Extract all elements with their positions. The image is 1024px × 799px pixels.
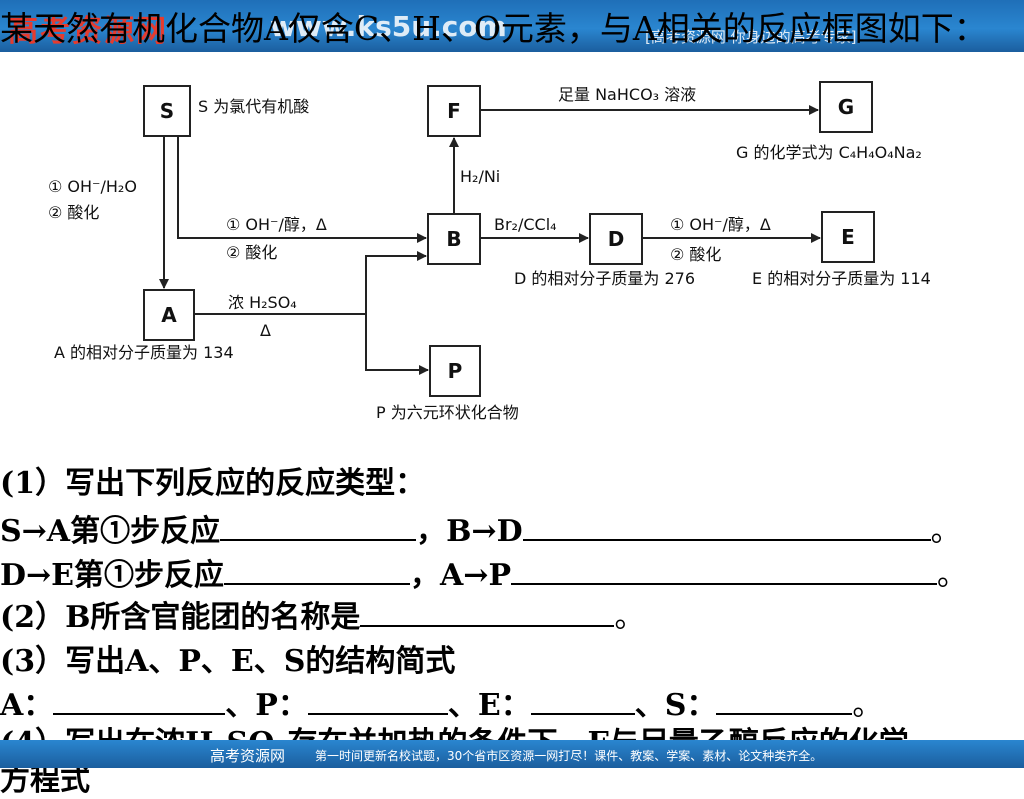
answer-blank-a-structure[interactable] <box>53 687 226 715</box>
node-f-box <box>427 85 481 137</box>
reaction-diagram: S A B F G D E P S 为氯代有机酸 G 的化学式为 C₄H₄O₄N… <box>36 68 956 438</box>
reaction-diagram-svg: S A B F G D E P S 为氯代有机酸 G 的化学式为 C₄H₄O₄N… <box>48 81 931 422</box>
node-g-box <box>819 81 873 133</box>
site-slogan: [高考资源网 你身边的高考专家] <box>645 28 857 46</box>
footer-site-name[interactable]: 高考资源网 <box>210 747 286 765</box>
answer-blank-s-structure[interactable] <box>716 687 853 715</box>
q1-line2-sep: ， <box>410 558 441 593</box>
q1-line1-end: 。 <box>930 514 961 549</box>
note-p: P 为六元环状化合物 <box>376 403 519 422</box>
note-a: A 的相对分子质量为 134 <box>54 343 234 362</box>
node-s-label: S <box>160 99 174 123</box>
q2-end: 。 <box>614 600 645 635</box>
problem-title: 某天然有机化合物A仅含C、H、O元素，与A相关的反应框图如下： <box>0 9 987 48</box>
question-2-text: (2）B所含官能团的名称是 <box>0 600 361 635</box>
cond-b-to-d: Br₂/CCl₄ <box>494 215 557 234</box>
question-2: (2）B所含官能团的名称是 。 <box>0 592 644 636</box>
cond-d-to-e-1: ① OH⁻/醇，Δ <box>670 215 771 234</box>
cond-s-to-a-1: ① OH⁻/H₂O <box>48 177 137 196</box>
note-d: D 的相对分子质量为 276 <box>514 269 695 288</box>
q1-a-to-p-label: A→P <box>440 558 512 593</box>
node-f-label: F <box>447 99 461 123</box>
node-b-label: B <box>446 227 461 251</box>
node-e-box <box>821 211 875 263</box>
answer-blank-d-to-e[interactable] <box>224 557 411 585</box>
cond-d-to-e-2: ② 酸化 <box>670 245 721 264</box>
node-d-box <box>589 213 643 265</box>
question-3-title-text: (3）写出A、P、E、S的结构简式 <box>0 644 456 679</box>
cond-a-2: Δ <box>260 321 271 340</box>
question-1-title-text: (1）写出下列反应的反应类型： <box>0 466 426 501</box>
q1-d-to-e-label: D→E第①步反应 <box>0 558 225 593</box>
q1-line2-end: 。 <box>937 558 968 593</box>
cond-s-to-b-1: ① OH⁻/醇，Δ <box>226 215 327 234</box>
site-logo[interactable]: 高考资源网 <box>8 14 168 49</box>
answer-blank-p-structure[interactable] <box>307 687 448 715</box>
arrow-a-to-p <box>365 314 429 375</box>
note-g: G 的化学式为 C₄H₄O₄Na₂ <box>736 143 922 162</box>
q1-line1-sep: ， <box>416 514 447 549</box>
question-4-text-2: 方程式 <box>0 763 90 798</box>
question-1-title: (1）写出下列反应的反应类型： <box>0 458 425 502</box>
node-a-label: A <box>161 303 177 327</box>
node-a-box <box>143 289 195 341</box>
q1-b-to-d-label: B→D <box>446 514 523 549</box>
answer-blank-b-group[interactable] <box>360 599 615 627</box>
cond-b-to-f: H₂/Ni <box>460 167 500 186</box>
node-p-label: P <box>448 359 463 383</box>
answer-blank-s-to-a[interactable] <box>220 513 417 541</box>
note-e: E 的相对分子质量为 114 <box>752 269 931 288</box>
question-3-answers: A： 、P： 、E： 、S： 。 <box>0 680 882 724</box>
node-e-label: E <box>841 225 855 249</box>
answer-blank-e-structure[interactable] <box>530 687 635 715</box>
q1-s-to-a-label: S→A第①步反应 <box>0 514 221 549</box>
node-g-label: G <box>838 95 854 119</box>
footer-bar: 高考资源网 第一时间更新名校试题，30个省市区资源一网打尽！课件、教案、学案、素… <box>0 740 1024 768</box>
arrow-s-to-b <box>177 136 427 243</box>
question-1-line-1: S→A第①步反应 ，B→D 。 <box>0 506 961 550</box>
question-1-line-2: D→E第①步反应 ，A→P 。 <box>0 550 967 594</box>
site-url[interactable]: www.ks5u.com <box>270 10 507 43</box>
footer-tagline: 第一时间更新名校试题，30个省市区资源一网打尽！课件、教案、学案、素材、论文种类… <box>315 749 823 763</box>
answer-blank-a-to-p[interactable] <box>511 557 938 585</box>
node-s-box <box>143 85 191 137</box>
node-d-label: D <box>608 227 625 251</box>
node-p-box <box>429 345 481 397</box>
answer-blank-b-to-d[interactable] <box>522 513 931 541</box>
note-s: S 为氯代有机酸 <box>198 97 309 116</box>
q3-a-label: A： <box>0 688 54 723</box>
cond-a-1: 浓 H₂SO₄ <box>228 293 297 312</box>
header-banner: 高考资源网 www.ks5u.com [高考资源网 你身边的高考专家] <box>0 0 1024 52</box>
q3-p-label: 、P： <box>225 688 308 723</box>
cond-s-to-a-2: ② 酸化 <box>48 203 99 222</box>
cond-f-to-g: 足量 NaHCO₃ 溶液 <box>558 85 696 104</box>
cond-s-to-b-2: ② 酸化 <box>226 243 277 262</box>
q3-s-label: 、S： <box>634 688 717 723</box>
q3-e-label: 、E： <box>447 688 531 723</box>
q3-end: 。 <box>852 688 883 723</box>
arrow-a-to-b <box>365 251 427 314</box>
question-3-title: (3）写出A、P、E、S的结构简式 <box>0 636 455 680</box>
